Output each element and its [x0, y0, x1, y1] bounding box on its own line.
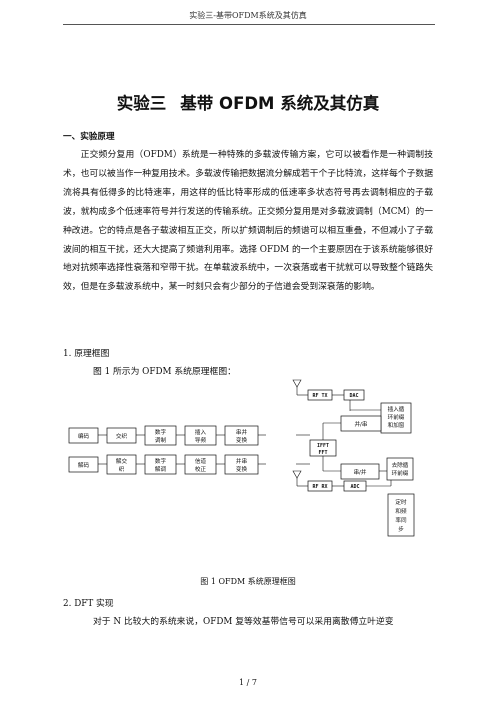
title-experiment-number: 实验三 [116, 94, 167, 113]
svg-text:解调: 解调 [155, 465, 167, 473]
dac-block: DAC [343, 389, 365, 401]
svg-text:并串: 并串 [236, 457, 248, 465]
digital-demod-block: 数字 解调 [144, 454, 177, 475]
interleave-block: 交织 [106, 427, 137, 444]
page-number: 1 / 7 [239, 678, 257, 687]
item-dft-label: 2. DFT 实现 [63, 599, 114, 609]
svg-text:环前缀: 环前缀 [388, 413, 405, 421]
svg-text:校正: 校正 [195, 465, 207, 473]
rx-antenna-icon [292, 470, 302, 486]
adc-block: ADC [343, 480, 367, 492]
ifft-fft-block: IFFT FFT [309, 439, 337, 457]
svg-text:串/并: 串/并 [353, 468, 366, 476]
svg-text:定时: 定时 [395, 498, 407, 506]
svg-text:串并: 串并 [236, 428, 248, 436]
decode-block: 解码 [68, 456, 99, 473]
block-diagram-intro: 图 1 所示为 OFDM 系统原理框图： [93, 367, 236, 377]
svg-text:导频: 导频 [195, 436, 207, 444]
dft-intro-line: 对于 N 比较大的系统来说，OFDM 复等效基带信号可以采用离散傅立叶逆变 [93, 617, 394, 627]
svg-text:调制: 调制 [155, 436, 167, 444]
tx-antenna-icon [292, 379, 302, 395]
svg-text:环前缀: 环前缀 [392, 469, 409, 477]
deinterleave-block: 解交 织 [106, 454, 137, 475]
remove-cp-block: 去除循 环前缀 [386, 457, 414, 481]
svg-text:去除循: 去除循 [392, 461, 409, 469]
svg-text:变换: 变换 [236, 465, 248, 473]
svg-text:FFT: FFT [318, 450, 327, 456]
principle-paragraph: 正交频分复用（OFDM）系统是一种特殊的多载波传输方案，它可以被看作是一种调制技… [63, 150, 433, 293]
svg-text:数字: 数字 [155, 428, 167, 436]
page-header: 实验三-基带OFDM系统及其仿真 [189, 11, 307, 20]
svg-text:RF RX: RF RX [312, 484, 327, 490]
title-text: 基带 OFDM 系统及其仿真 [180, 94, 380, 113]
parallel-serial-top-block: 并/串 [340, 415, 382, 432]
svg-text:数字: 数字 [155, 457, 167, 465]
svg-text:插入循: 插入循 [388, 405, 405, 413]
digital-mod-block: 数字 调制 [144, 425, 177, 446]
svg-text:ADC: ADC [350, 484, 359, 490]
item-block-diagram-label: 1. 原理框图 [63, 349, 110, 359]
svg-text:和频: 和频 [395, 507, 407, 515]
svg-text:解交: 解交 [116, 457, 128, 465]
svg-text:交织: 交织 [116, 432, 128, 440]
insert-cp-block: 插入循 环前缀 和加窗 [380, 402, 412, 434]
svg-text:步: 步 [398, 526, 404, 533]
svg-text:织: 织 [119, 465, 125, 473]
svg-text:编码: 编码 [78, 432, 90, 440]
svg-text:DAC: DAC [349, 393, 358, 399]
parallel-serial-conv-block: 并串 变换 [224, 454, 259, 475]
svg-text:RF TX: RF TX [312, 393, 327, 399]
document-title: 实验三基带 OFDM 系统及其仿真 [0, 90, 496, 114]
channel-correct-block: 信道 校正 [184, 454, 217, 475]
svg-text:变换: 变换 [236, 436, 248, 444]
serial-parallel-bottom-block: 串/并 [340, 463, 380, 480]
insert-pilot-block: 插入 导频 [184, 425, 217, 446]
encode-block: 编码 [68, 427, 99, 444]
section-heading-principle: 一、实验原理 [63, 132, 115, 142]
figure-caption: 图 1 OFDM 系统原理框图 [200, 577, 296, 586]
svg-text:和加窗: 和加窗 [388, 421, 405, 429]
svg-text:信道: 信道 [195, 457, 207, 465]
rf-tx-block: RF TX [307, 389, 333, 401]
svg-text:并/串: 并/串 [354, 420, 367, 428]
svg-text:率同: 率同 [395, 516, 407, 524]
rf-rx-block: RF RX [307, 480, 333, 492]
header-rule [63, 24, 435, 25]
sync-block: 定时 和频 率同 步 [387, 493, 415, 537]
svg-text:IFFT: IFFT [317, 443, 329, 449]
svg-text:解码: 解码 [78, 461, 90, 469]
serial-parallel-block: 串并 变换 [224, 425, 259, 446]
svg-text:插入: 插入 [195, 428, 207, 436]
